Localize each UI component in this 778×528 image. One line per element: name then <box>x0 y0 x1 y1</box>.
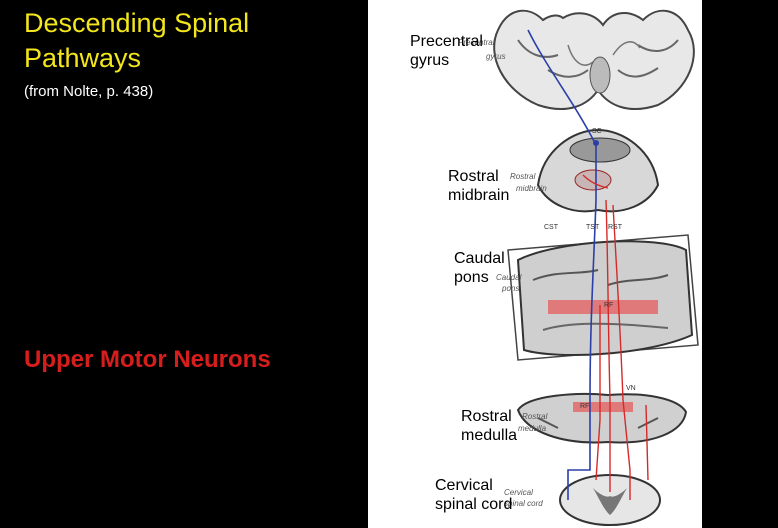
title-line-1: Descending Spinal <box>24 8 250 38</box>
medulla-section <box>516 392 688 444</box>
sc-label: SC <box>592 128 602 135</box>
pons-section <box>507 234 699 361</box>
label-pons-line-2: pons <box>454 269 489 286</box>
rf-pons-label: RF <box>604 302 614 309</box>
rst-label: RST <box>608 224 622 231</box>
title-line-2: Pathways <box>24 43 142 73</box>
label-cervical-spinal-cord: Cervical spinal cord <box>435 476 512 514</box>
label-midbrain-line-1: Rostral <box>448 168 499 185</box>
medulla-small-label-1: Rostral <box>522 412 548 421</box>
midbrain-section <box>536 128 660 213</box>
label-midbrain-line-2: midbrain <box>448 187 510 204</box>
label-medulla-line-1: Rostral <box>461 408 512 425</box>
tst-label: TST <box>586 224 600 231</box>
page-title: Descending Spinal Pathways <box>24 6 354 76</box>
source-citation: (from Nolte, p. 438) <box>24 83 154 100</box>
pons-small-label-2: pons <box>502 284 520 293</box>
cord-small-label-1: Cervical <box>504 488 533 497</box>
descending-tracts <box>527 29 649 500</box>
label-cord-line-1: Cervical <box>435 477 493 494</box>
rf-medulla-label: RF <box>580 403 590 410</box>
label-precentral-line-2: gyrus <box>410 52 450 69</box>
cst-label: CST <box>544 224 558 231</box>
midbrain-small-label-1: Rostral <box>510 172 536 181</box>
label-rostral-medulla: Rostral medulla <box>461 407 517 445</box>
pathways-diagram <box>493 9 699 526</box>
cortex-section <box>493 9 695 110</box>
descending-pathways-figure: Precentral gyrus Rostral midbrain Caudal… <box>368 0 702 528</box>
label-precentral-line-1: Precentral <box>410 33 483 50</box>
spinal-cord-section <box>559 474 661 526</box>
cord-small-label-2: spinal cord <box>504 499 543 508</box>
label-precentral-gyrus: Precentral gyrus <box>410 32 483 70</box>
precentral-small-label-2: gyrus <box>486 52 506 61</box>
pons-small-label-1: Caudal <box>496 273 522 282</box>
label-caudal-pons: Caudal pons <box>454 249 505 287</box>
label-pons-line-1: Caudal <box>454 250 505 267</box>
midbrain-small-label-2: midbrain <box>516 184 547 193</box>
label-cord-line-2: spinal cord <box>435 496 513 513</box>
medulla-small-label-2: medulla <box>518 424 547 433</box>
vn-label: VN <box>626 385 636 392</box>
label-rostral-midbrain: Rostral midbrain <box>448 167 509 205</box>
section-label-upper-motor-neurons: Upper Motor Neurons <box>24 346 271 373</box>
precentral-small-label-1: Precentral <box>458 38 495 47</box>
label-medulla-line-2: medulla <box>461 427 518 444</box>
